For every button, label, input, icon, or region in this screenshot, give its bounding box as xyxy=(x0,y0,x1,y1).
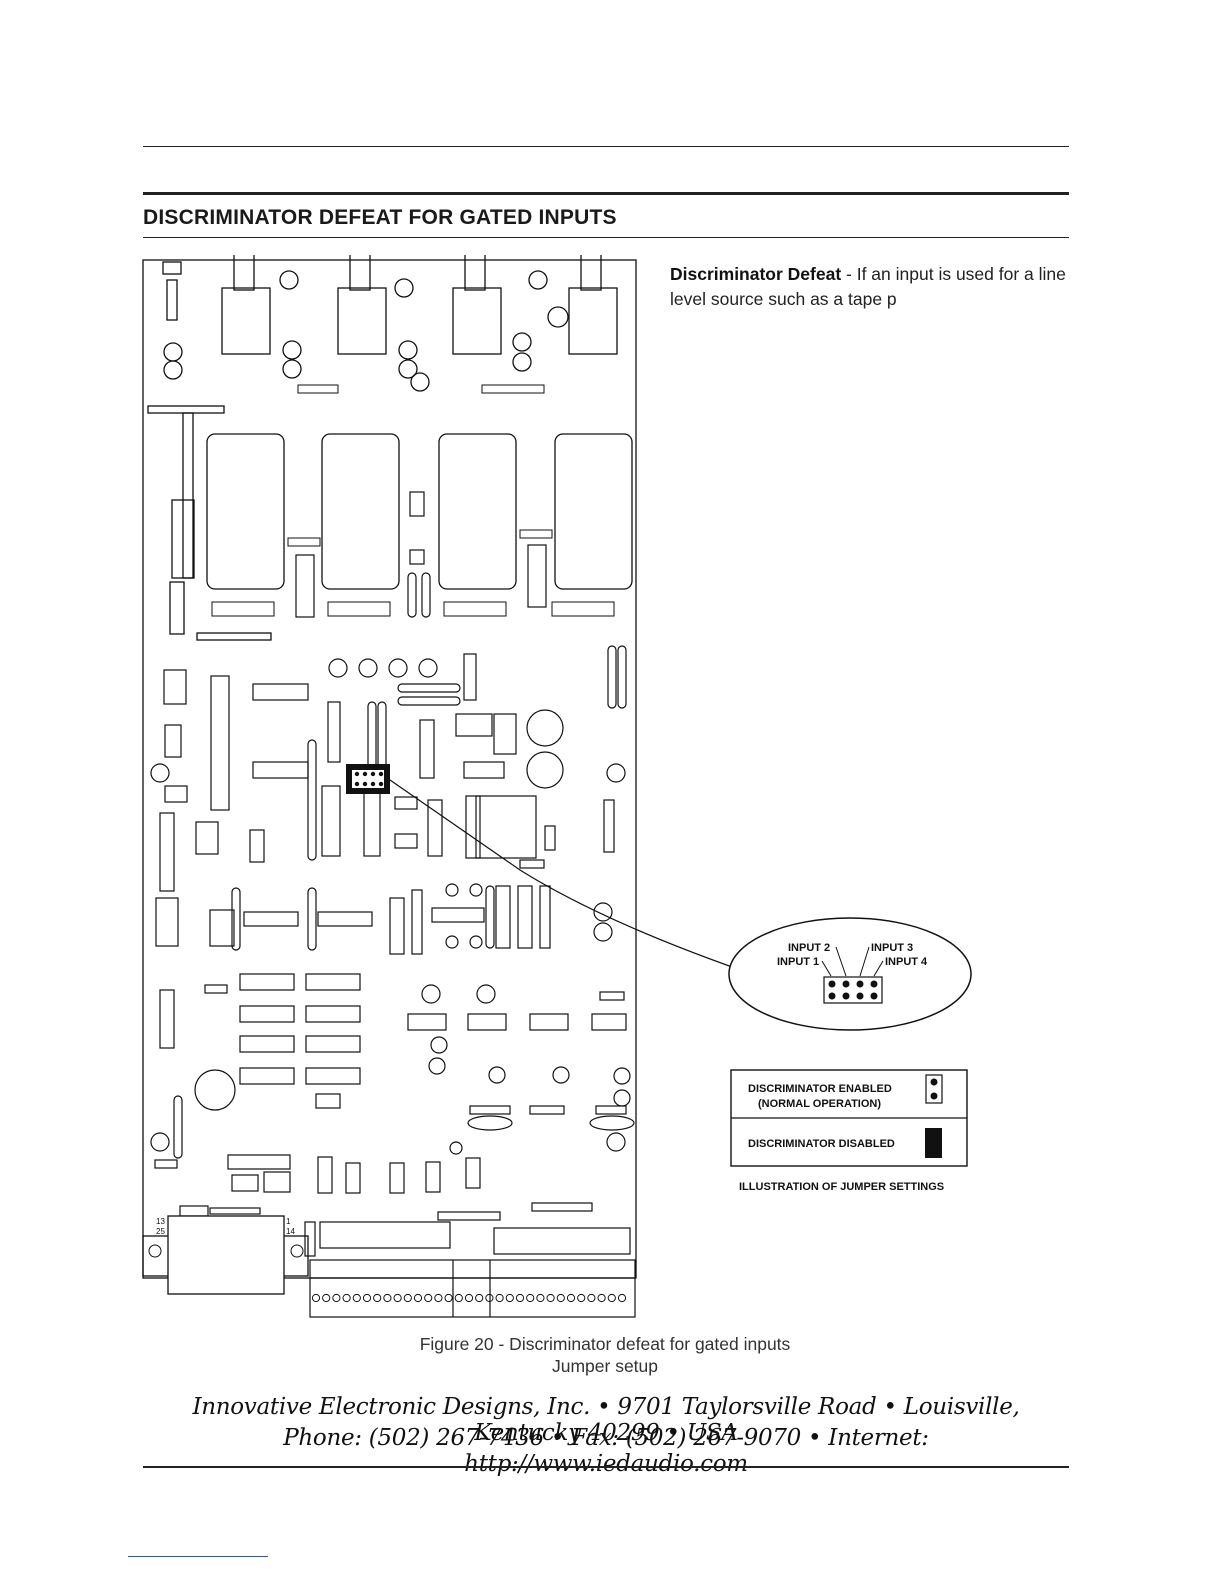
terminal-screw xyxy=(515,1293,525,1303)
terminal-screw xyxy=(464,1293,474,1303)
legend-disabled: DISCRIMINATOR DISABLED xyxy=(748,1138,895,1150)
footer-rule xyxy=(143,1466,1069,1468)
terminal-screw xyxy=(607,1293,616,1303)
input-3-label: INPUT 3 xyxy=(871,942,913,954)
terminal-screw xyxy=(332,1293,341,1303)
legend-caption: ILLUSTRATION OF JUMPER SETTINGS xyxy=(739,1181,944,1193)
terminal-screw xyxy=(566,1293,576,1303)
body-text: - If an input is used for a line level s… xyxy=(670,264,1066,309)
terminal-screw xyxy=(444,1293,453,1303)
circuit-board-figure: 13 25 1 14 INPUT 2 INPUT 3 INPUT 1 INPUT… xyxy=(142,255,972,1318)
terminal-strip xyxy=(309,1259,636,1318)
input-1-label: INPUT 1 xyxy=(777,956,819,968)
terminal-screw xyxy=(546,1293,555,1303)
terminal-screw xyxy=(485,1293,494,1303)
terminal-screw xyxy=(587,1293,596,1303)
bottom-link-underline xyxy=(128,1556,268,1557)
body-paragraph: Discriminator Defeat - If an input is us… xyxy=(670,262,1080,312)
terminal-screw xyxy=(393,1293,402,1303)
jumper-legend: DISCRIMINATOR ENABLED (NORMAL OPERATION)… xyxy=(730,1069,968,1193)
terminal-screw xyxy=(617,1293,627,1303)
terminal-screw xyxy=(577,1293,586,1303)
input-2-label: INPUT 2 xyxy=(788,942,830,954)
terminal-screw xyxy=(403,1293,412,1303)
terminal-screw xyxy=(352,1293,361,1303)
terminal-screw xyxy=(526,1293,535,1303)
jumper-callout: INPUT 2 INPUT 3 INPUT 1 INPUT 4 xyxy=(728,917,972,1031)
terminal-screw xyxy=(373,1293,382,1303)
pin-1-label: 1 xyxy=(286,1217,291,1226)
terminal-screw xyxy=(311,1293,321,1303)
terminal-screw xyxy=(454,1293,463,1303)
header-rule-thick xyxy=(143,192,1069,195)
figure-caption-line1: Figure 20 - Discriminator defeat for gat… xyxy=(419,1334,791,1354)
footer-address: Innovative Electronic Designs, Inc. • 97… xyxy=(192,1394,1020,1446)
terminal-screw xyxy=(424,1293,433,1303)
callout-line xyxy=(389,779,736,969)
terminal-screw xyxy=(413,1293,423,1303)
terminal-screw xyxy=(536,1293,545,1303)
legend-enabled: DISCRIMINATOR ENABLED xyxy=(748,1083,892,1095)
terminal-screw xyxy=(505,1293,514,1303)
jumper-closed-icon xyxy=(925,1128,942,1158)
section-title: DISCRIMINATOR DEFEAT FOR GATED INPUTS xyxy=(143,206,617,229)
pin-13-label: 13 xyxy=(156,1217,165,1226)
body-lead: Discriminator Defeat xyxy=(670,264,842,284)
jumper-block-on-board xyxy=(346,764,390,794)
pin-25-label: 25 xyxy=(156,1227,165,1236)
input-4-label: INPUT 4 xyxy=(885,956,928,968)
terminal-screw xyxy=(597,1293,606,1303)
pin-14-label: 14 xyxy=(286,1227,295,1236)
legend-enabled-sub: (NORMAL OPERATION) xyxy=(758,1098,881,1110)
terminal-screw xyxy=(434,1293,443,1303)
jumper-open-icon xyxy=(925,1074,943,1104)
header-rule-thin xyxy=(143,146,1069,147)
footer-contact: Phone: (502) 267-7436 • Fax: (502) 267-9… xyxy=(283,1425,929,1477)
terminal-screw xyxy=(495,1293,504,1303)
terminal-screw xyxy=(475,1293,484,1303)
terminal-screw xyxy=(362,1293,372,1303)
terminal-screw xyxy=(322,1293,331,1303)
title-underline xyxy=(143,237,1069,238)
figure-caption-line2: Jumper setup xyxy=(551,1356,659,1376)
terminal-screw xyxy=(383,1293,392,1303)
terminal-screw xyxy=(556,1293,565,1303)
terminal-screw xyxy=(342,1293,351,1303)
